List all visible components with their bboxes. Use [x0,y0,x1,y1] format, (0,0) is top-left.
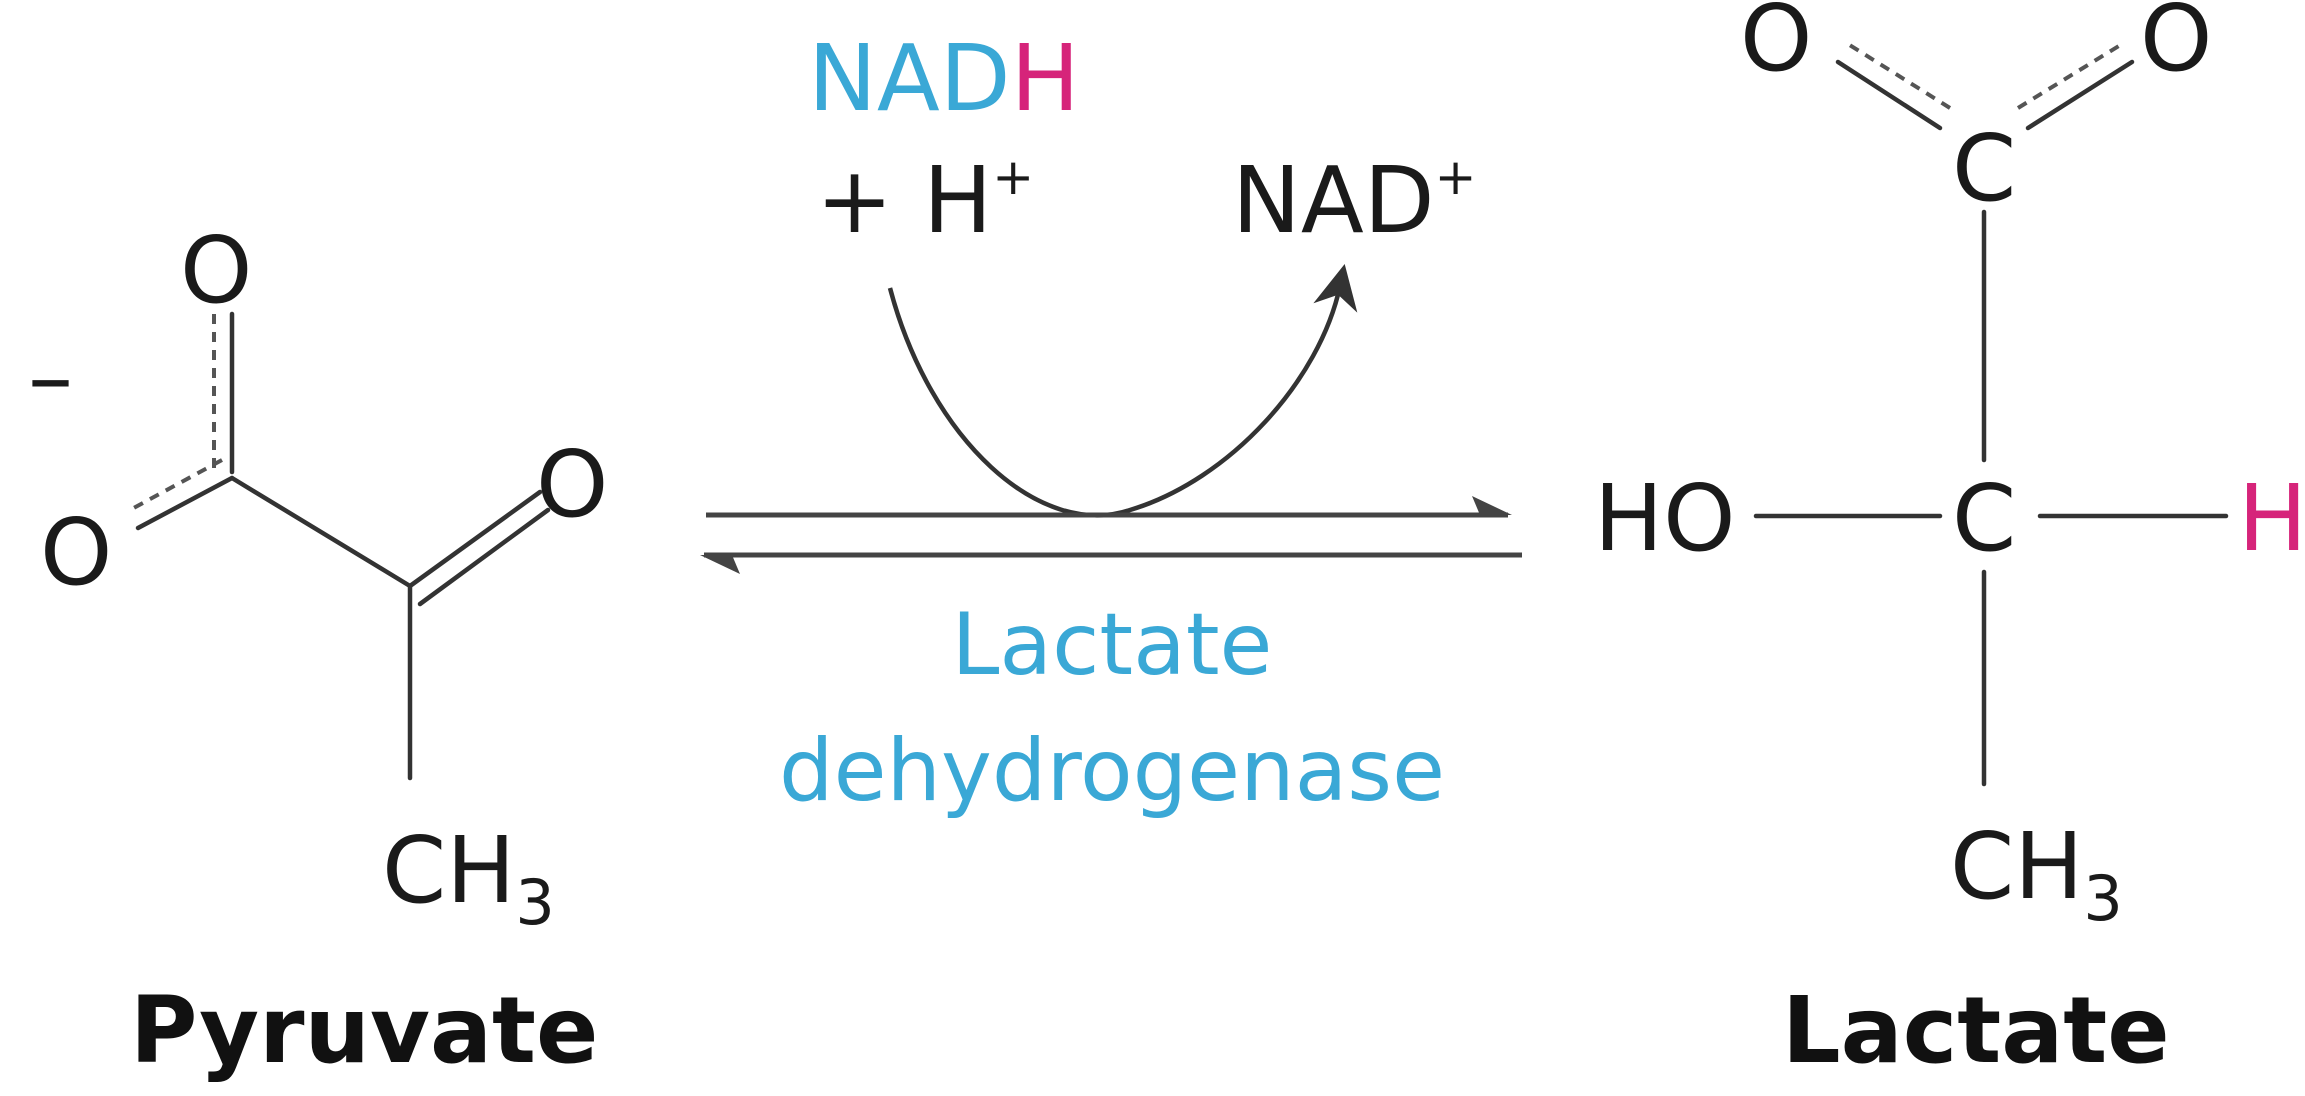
cofactor-group: NADH +H+ NAD+ [808,25,1477,518]
pyruvate-methyl-ch: CH [382,817,515,924]
pyruvate-oxygen-keto: O [536,431,608,538]
nad-plus-superscript: + [1435,148,1477,206]
equilibrium-arrows [700,496,1522,574]
lactate-bond-c-o-right [2025,59,2135,131]
pyruvate-oxygen-left: O [40,499,112,606]
pyruvate-bond-c2-o-keto-1 [407,489,543,589]
nad-plus-nad-part: NAD [1232,147,1435,254]
lactate-methyl-ch: CH [1950,813,2083,920]
lactate-structure: O O C HO C H CH3 Lactate [1594,0,2305,1084]
lactate-bond-c-o-left-dashed [1846,42,1952,110]
lactate-oxygen-top-left: O [1740,0,1812,92]
lactate-oxygen-top-right: O [2140,0,2212,92]
pyruvate-methyl-subscript: 3 [515,866,554,939]
nad-plus-label: NAD+ [1232,147,1477,254]
pyruvate-bond-c2-o-keto-2 [417,507,551,607]
proton-plus-sign: + [816,147,893,254]
pyruvate-bond-c-o-left-dashed [129,458,223,512]
proton-superscript: + [992,148,1034,206]
proton-h: H [923,147,992,254]
lactate-hydrogen: H [2238,465,2305,572]
enzyme-line-2: dehydrogenase [779,721,1445,821]
enzyme-label: Lactate dehydrogenase [779,595,1445,821]
lactate-bond-c-o-right-dashed [2016,42,2124,110]
lactate-bond-c-o-left [1835,59,1943,131]
pyruvate-methyl: CH3 [382,817,555,939]
nadh-h-part: H [1011,25,1080,132]
forward-arrow-head [1472,496,1512,515]
nadh-nad-part: NAD [808,25,1011,132]
pyruvate-bond-c-o-left [135,475,235,531]
enzyme-line-1: Lactate [952,595,1273,695]
reverse-arrow-head [700,555,740,574]
pyruvate-negative-charge: – [28,325,73,430]
lactate-carboxyl-carbon: C [1952,115,2016,222]
lactate-label: Lactate [1782,977,2170,1084]
pyruvate-bond-c1-c2 [229,475,413,589]
pyruvate-structure: – O O O CH3 Pyruvate [28,217,608,1084]
pyruvate-label: Pyruvate [130,977,598,1084]
lactate-methyl: CH3 [1950,813,2123,935]
pyruvate-oxygen-top: O [180,217,252,324]
lactate-alpha-carbon: C [1952,465,2016,572]
lactate-methyl-subscript: 3 [2083,862,2122,935]
proton-label: +H+ [816,147,1034,254]
nadh-label: NADH [808,25,1080,132]
lactate-hydroxyl: HO [1594,465,1736,572]
cofactor-curved-arrow [887,263,1358,518]
